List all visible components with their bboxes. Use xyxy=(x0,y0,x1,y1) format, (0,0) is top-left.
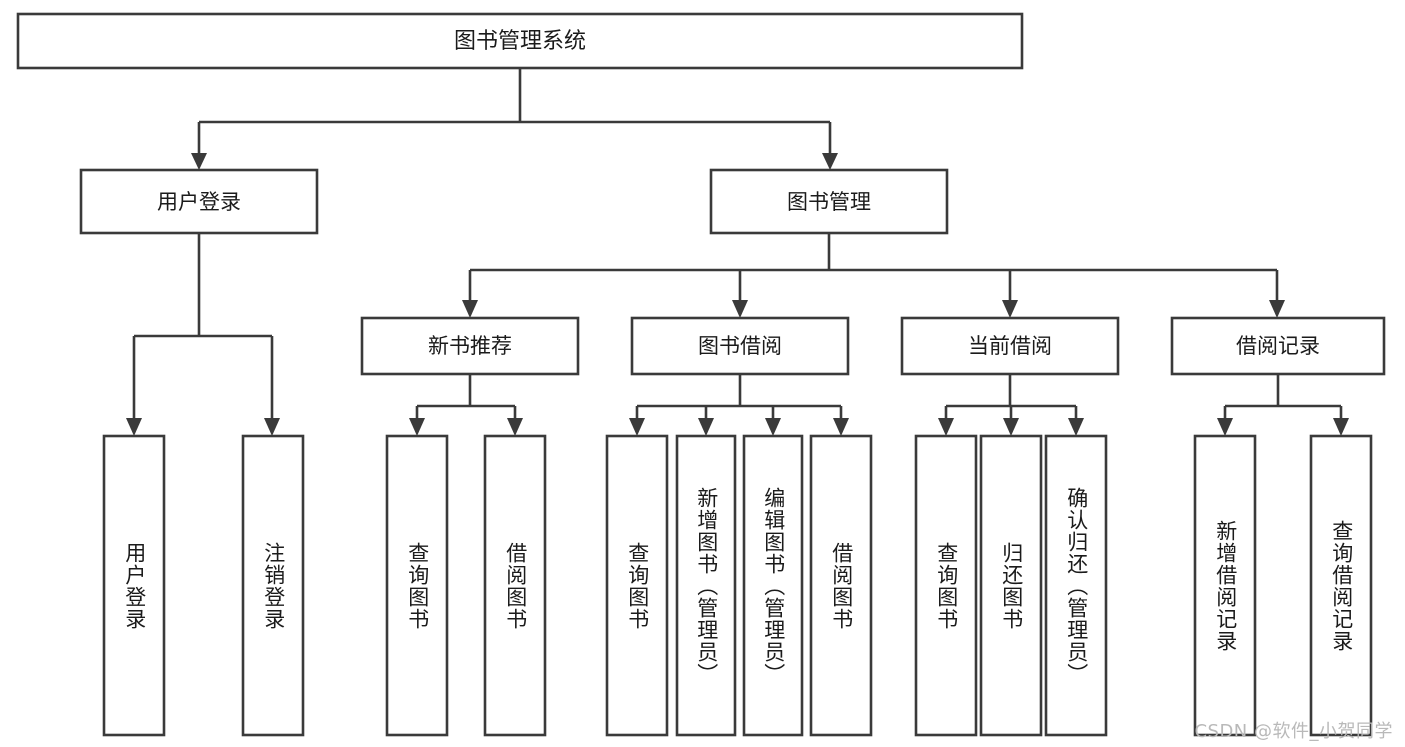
leaf-box-borrow-book-2[interactable] xyxy=(809,434,873,737)
node-borrow-record-label: 借阅记录 xyxy=(1236,334,1320,358)
node-borrow-record[interactable]: 借阅记录 xyxy=(1170,316,1386,376)
node-new-book-rec-box xyxy=(360,316,580,376)
leaf-box-query-book-2[interactable] xyxy=(605,434,669,737)
leaf-box-add-record[interactable] xyxy=(1193,434,1257,737)
edge-book-manage-to-level3 xyxy=(462,233,1285,318)
node-book-manage[interactable]: 图书管理 xyxy=(709,168,949,235)
edge-current-borrow-to-leaves xyxy=(938,374,1084,436)
csdn-watermark: CSDN @软件_小贺同学 xyxy=(1194,721,1393,742)
edge-user-login-to-leaves xyxy=(126,233,280,436)
node-user-login[interactable]: 用户登录 xyxy=(79,168,319,235)
node-user-login-label: 用户登录 xyxy=(157,190,241,214)
node-current-borrow-box xyxy=(900,316,1120,376)
leaf-box-add-book[interactable] xyxy=(675,434,737,737)
leaf-box-edit-book[interactable] xyxy=(742,434,804,737)
node-root[interactable]: 图书管理系统 xyxy=(16,12,1024,70)
leaf-box-borrow-book-1[interactable] xyxy=(483,434,547,737)
leaf-box-return-book[interactable] xyxy=(979,434,1043,737)
node-new-book-rec[interactable]: 新书推荐 xyxy=(360,316,580,376)
node-root-label: 图书管理系统 xyxy=(454,29,586,54)
node-book-borrow[interactable]: 图书借阅 xyxy=(630,316,850,376)
edge-book-borrow-to-leaves xyxy=(629,374,849,436)
node-current-borrow[interactable]: 当前借阅 xyxy=(900,316,1120,376)
leaf-box-confirm-return[interactable] xyxy=(1044,434,1108,737)
node-book-borrow-label: 图书借阅 xyxy=(698,334,782,358)
node-root-box xyxy=(16,12,1024,70)
node-user-login-box xyxy=(79,168,319,235)
node-book-manage-label: 图书管理 xyxy=(787,190,871,214)
edge-borrow-record-to-leaves xyxy=(1217,374,1349,436)
node-current-borrow-label: 当前借阅 xyxy=(968,334,1052,358)
leaf-box-user-login[interactable] xyxy=(102,434,166,737)
leaf-box-logout-login[interactable] xyxy=(241,434,305,737)
leaf-box-query-record[interactable] xyxy=(1309,434,1373,737)
node-new-book-rec-label: 新书推荐 xyxy=(428,334,512,358)
leaf-box-query-book-3[interactable] xyxy=(914,434,978,737)
edge-root-to-level2 xyxy=(191,68,838,170)
leaf-box-query-book-1[interactable] xyxy=(385,434,449,737)
edge-new-book-rec-to-leaves xyxy=(409,374,523,436)
